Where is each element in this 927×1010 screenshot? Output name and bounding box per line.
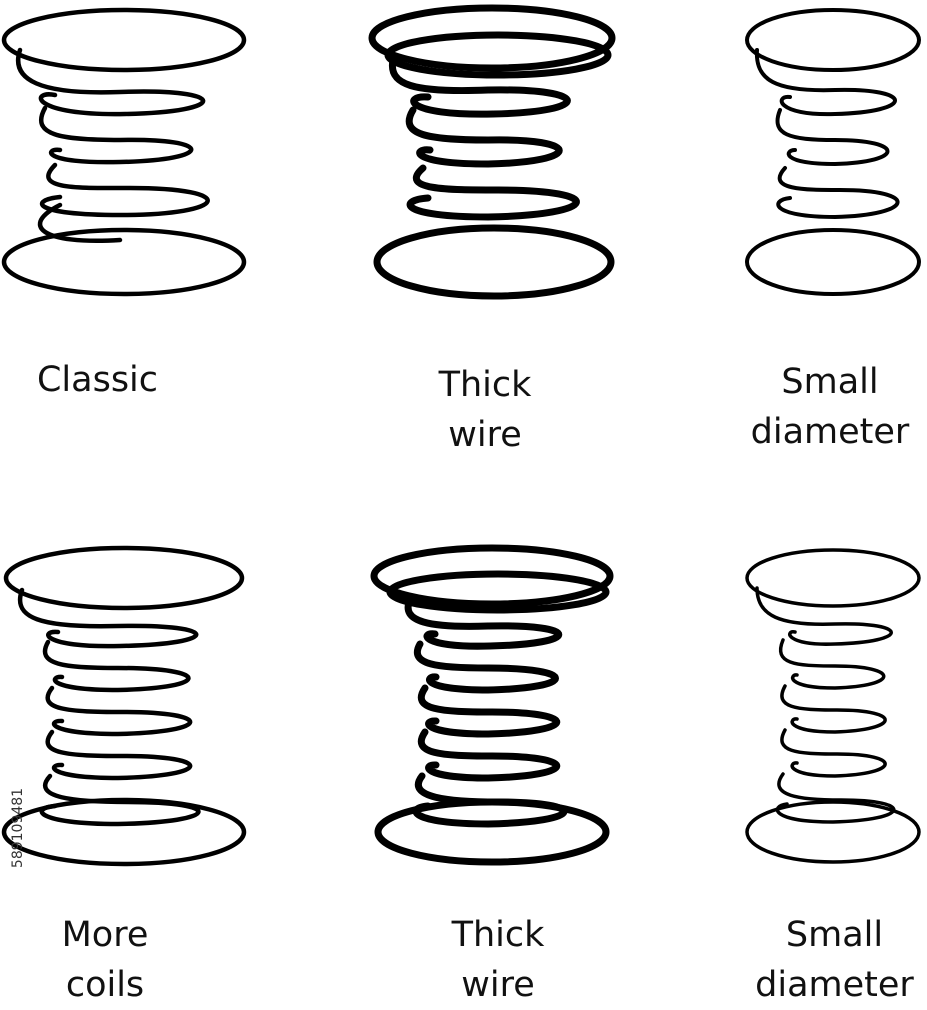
coil-5 <box>775 772 896 824</box>
coil-bottom <box>745 228 921 296</box>
spring-small-diameter-drawing <box>745 8 921 296</box>
label-line: wire <box>461 965 535 1005</box>
coil-bottom <box>374 798 610 866</box>
coil-3 <box>406 164 580 221</box>
spring-thick-wire-drawing <box>368 4 616 300</box>
label-line: wire <box>448 415 522 455</box>
spring-thick-wire-2 <box>370 540 620 875</box>
coil-3 <box>776 166 900 220</box>
spring-more-coils-drawing <box>1 545 247 867</box>
label-line: diameter <box>755 965 914 1005</box>
coil-2 <box>38 105 194 165</box>
coil-5 <box>412 772 568 828</box>
coil-4 <box>45 729 193 781</box>
coil-top <box>370 544 614 608</box>
spring-classic <box>0 0 250 305</box>
coil-5 <box>39 773 201 827</box>
coil-top-2 <box>386 570 610 614</box>
coil-2 <box>778 638 886 690</box>
coil-3 <box>417 684 561 738</box>
coil-bottom <box>1 797 247 867</box>
coil-2 <box>405 106 563 168</box>
coil-2 <box>775 108 890 167</box>
coil-bottom <box>745 800 921 864</box>
spring-small-diameter-2 <box>745 540 927 875</box>
coil-1 <box>404 596 562 650</box>
coil-1 <box>17 587 199 649</box>
coil-2 <box>413 640 559 694</box>
label-more-coils: More coils <box>15 910 195 1010</box>
coil-top <box>1 7 247 73</box>
label-line: diameter <box>750 412 910 452</box>
coil-4 <box>417 728 561 782</box>
coil-1 <box>16 47 206 117</box>
coil-3 <box>39 162 210 218</box>
spring-classic-drawing <box>1 7 247 297</box>
label-line: More <box>61 915 149 955</box>
coil-2 <box>42 639 191 693</box>
coil-3 <box>780 684 887 734</box>
spring-thick-wire <box>368 0 620 305</box>
coil-top <box>745 548 921 608</box>
coil-top <box>745 8 921 72</box>
coil-4 <box>780 728 887 778</box>
label-thick-wire-2: Thick wire <box>403 910 593 1010</box>
label-small-diameter-2: Small diameter <box>742 910 927 1010</box>
coil-1 <box>754 48 897 117</box>
label-classic: Classic <box>0 355 195 405</box>
coil-4 <box>37 202 123 243</box>
coil-1 <box>388 56 571 118</box>
coil-1 <box>755 586 893 646</box>
coil-top-2 <box>384 31 612 79</box>
spring-small-diameter-2-drawing <box>745 548 921 864</box>
coil-top <box>3 545 245 611</box>
coil-3 <box>45 685 193 737</box>
coil-bottom <box>1 227 247 297</box>
label-line: Classic <box>36 360 159 400</box>
label-line: Thick <box>438 365 532 405</box>
spring-more-coils <box>0 540 250 875</box>
stock-id: 589109481 <box>8 770 28 890</box>
label-line: coils <box>65 965 145 1005</box>
label-line: Thick <box>451 915 545 955</box>
label-line: Small <box>781 362 879 402</box>
coil-top <box>368 4 616 72</box>
label-line: Small <box>785 915 884 955</box>
spring-small-diameter <box>745 0 927 305</box>
stock-id-text: 589109481 <box>10 787 26 869</box>
coil-bottom <box>373 224 615 300</box>
label-small-diameter: Small diameter <box>735 357 925 457</box>
label-thick-wire: Thick wire <box>390 360 580 460</box>
spring-thick-wire-2-drawing <box>370 544 614 866</box>
